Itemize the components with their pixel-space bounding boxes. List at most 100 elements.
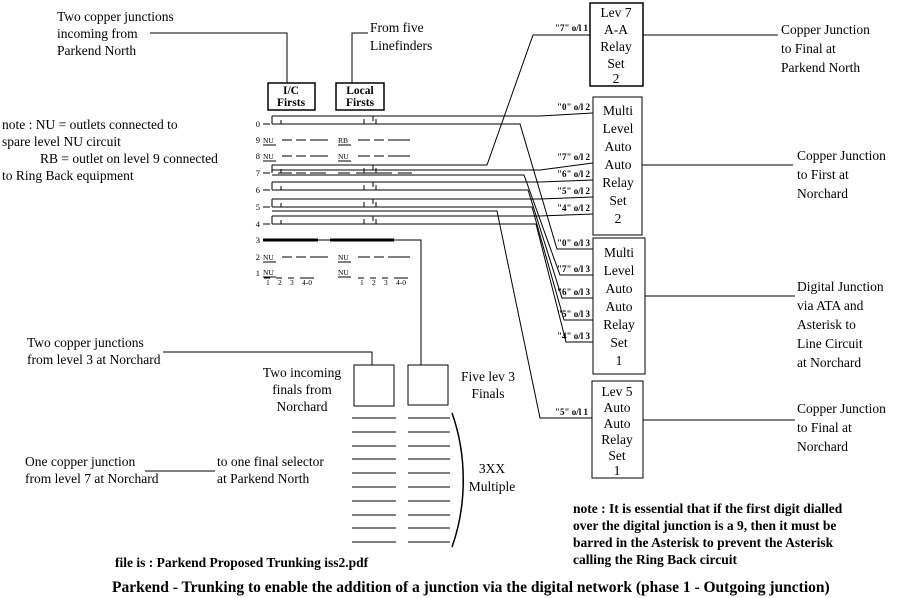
callout-line: Finals (471, 386, 504, 401)
destination-line: Digital Junction (797, 279, 884, 294)
callout-line: at Parkend North (217, 471, 309, 486)
relay3-line: Multi (604, 245, 634, 260)
destination-line: via ATA and (797, 298, 864, 313)
note-right-line: barred in the Asterisk to prevent the As… (573, 535, 834, 550)
wire-0-ol3 (272, 123, 593, 250)
relay3-line: Set (610, 335, 628, 350)
relay4-line: Set (608, 448, 626, 463)
destination-4: Copper Junction to Final at Norchard (797, 401, 886, 454)
callout-line: Linefinders (370, 38, 432, 53)
relay4-line: Lev 5 (601, 384, 632, 399)
destination-line: Copper Junction (797, 148, 886, 163)
selector-bank: 0 9 8 7 6 5 4 3 2 1 NU RB NU NU NU NU (256, 116, 421, 287)
callout-line: One copper junction (25, 454, 135, 469)
destination-line: Asterisk to (797, 317, 856, 332)
destination-line: Norchard (797, 186, 848, 201)
destination-line: Parkend North (781, 60, 860, 75)
local-firsts-line1: Local (346, 85, 373, 97)
relay3-line: Auto (606, 281, 633, 296)
incoming-finals-box (353, 364, 395, 407)
rb-label: RB (338, 136, 348, 145)
outlet-7-ol2: "7" o/l 2 (557, 152, 590, 162)
outlet-tick: 1 (360, 278, 364, 287)
callout-line: incoming from (57, 26, 138, 41)
relay2-line: Multi (603, 103, 633, 118)
nu-label: NU (263, 253, 274, 262)
callout-line: From five (370, 20, 424, 35)
relay4-line: Auto (604, 400, 631, 415)
relay1-line: Set (607, 56, 625, 71)
relay2-line: 2 (615, 211, 622, 226)
note-left: note : NU = outlets connected to spare l… (2, 117, 218, 183)
outlet-4-ol3: "4" o/l 3 (557, 331, 590, 341)
wire-level3-junctions (163, 351, 373, 365)
relay1-line: Lev 7 (600, 5, 631, 20)
callout-line: Norchard (277, 399, 328, 414)
destination-line: at Norchard (797, 355, 861, 370)
wire-level3-finals (318, 239, 422, 365)
relay2-line: Level (603, 121, 634, 136)
five-finals-box (407, 364, 449, 406)
nu-label: NU (338, 253, 349, 262)
destination-1: Copper Junction to Final at Parkend Nort… (781, 22, 870, 75)
level-digit-0: 0 (256, 119, 260, 129)
relay1-line: 2 (613, 71, 620, 86)
relay3-box: Multi Level Auto Auto Relay Set 1 (592, 237, 646, 375)
note-left-line: spare level NU circuit (2, 134, 121, 149)
wiring (145, 32, 795, 472)
wire-0-ol2 (272, 112, 594, 117)
outlet-0-ol2: "0" o/l 2 (557, 102, 590, 112)
destination-line: Norchard (797, 439, 848, 454)
relay2-line: Set (609, 193, 627, 208)
callout-line: Two copper junctions (57, 9, 174, 24)
multiple-lines (352, 417, 450, 543)
outlet-tick: 1 (266, 278, 270, 287)
relay1-box: Lev 7 A-A Relay Set 2 (589, 2, 644, 87)
ic-firsts-line1: I/C (283, 85, 299, 97)
callout-incoming-finals: Two incoming finals from Norchard (263, 365, 341, 414)
outlet-7-ol3: "7" o/l 3 (557, 264, 590, 274)
outlet-6-ol2: "6" o/l 2 (557, 169, 590, 179)
relay4-line: Relay (601, 432, 633, 447)
outlet-5-ol3: "5" o/l 3 (557, 309, 590, 319)
ic-firsts-line2: Firsts (277, 97, 306, 109)
destination-line: Line Circuit (797, 336, 863, 351)
nu-rows: NU RB NU NU NU NU (263, 136, 410, 263)
level-digit-4: 4 (256, 219, 261, 229)
callout-five-finals: Five lev 3 Finals (461, 369, 515, 401)
level-digit-3: 3 (256, 235, 260, 245)
outlet-tick: 2 (278, 278, 282, 287)
outlet-tick: 3 (290, 278, 294, 287)
outlet-tick: 4-0 (396, 278, 406, 287)
wire-5-ol2 (272, 196, 594, 200)
relay2-line: Auto (605, 139, 632, 154)
trunk-row-glyphs (263, 116, 412, 225)
callout-line: from level 3 at Norchard (27, 352, 161, 367)
level-digit-5: 5 (256, 202, 260, 212)
destination-line: to Final at (781, 41, 836, 56)
relay3-line: Auto (606, 299, 633, 314)
finals-section: 3XX Multiple (352, 364, 516, 548)
outlet-7-ol1: "7" o/l 1 (555, 23, 588, 33)
destination-line: Copper Junction (781, 22, 870, 37)
wire-6-ol2 (272, 179, 594, 183)
wire-7-ol2 (272, 162, 594, 171)
local-firsts-line2: Firsts (346, 97, 375, 109)
relay2-line: Auto (605, 157, 632, 172)
multiple-brace (451, 412, 464, 548)
destination-line: to Final at (797, 420, 852, 435)
wire-linefinders (351, 32, 368, 83)
relay3-line: 1 (616, 353, 623, 368)
callout-line: to one final selector (217, 454, 324, 469)
outlet-tick: 4-0 (302, 278, 312, 287)
local-firsts-box: Local Firsts (335, 82, 385, 111)
level-digit-6: 6 (256, 185, 260, 195)
outlet-0-ol3: "0" o/l 3 (557, 238, 590, 248)
callout-linefinders: From five Linefinders (370, 20, 432, 53)
callout-line: Five lev 3 (461, 369, 515, 384)
multiple-label-line2: Multiple (469, 479, 516, 494)
callout-line: finals from (272, 382, 332, 397)
destination-line: Copper Junction (797, 401, 886, 416)
